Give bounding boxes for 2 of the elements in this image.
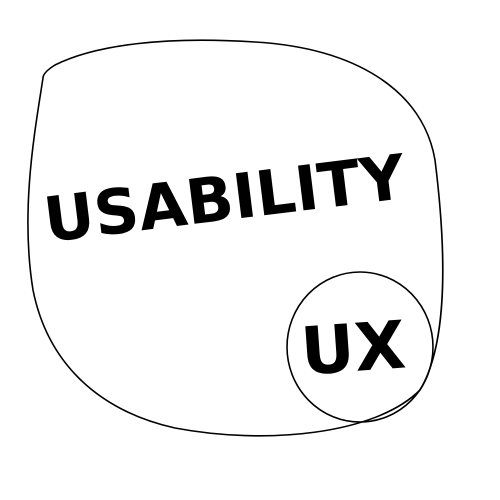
heading-text: USABILITY: [40, 146, 408, 252]
circle-label: UX: [298, 312, 408, 386]
